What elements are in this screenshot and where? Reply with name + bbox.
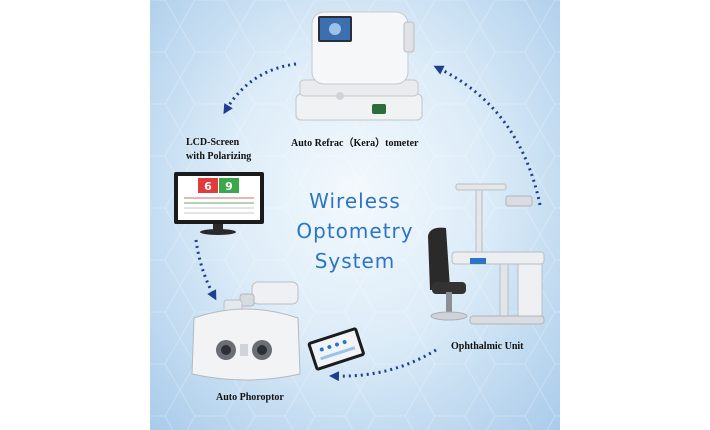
label-phoropter: Auto Phoroptor — [216, 392, 284, 403]
phoropter-device-icon — [191, 281, 301, 381]
lcd-monitor-icon — [174, 172, 264, 235]
label-autorefractometer: Auto Refrac（Kera）tometer — [291, 138, 419, 149]
label-lcd-screen-line1: LCD-Screen — [186, 137, 240, 148]
label-ophthalmic-unit: Ophthalmic Unit — [451, 341, 524, 352]
ophthalmic-unit-icon — [428, 183, 545, 325]
flow-arrow-lcd-to-phoropter — [194, 239, 217, 301]
center-title: Wireless Optometry System — [225, 186, 485, 276]
title-line-optometry: Optometry — [296, 219, 414, 243]
title-line-system: System — [314, 249, 396, 273]
flow-arrow-ophthalmic-to-autoref — [433, 65, 542, 206]
flow-arrow-autoref-to-lcd — [223, 62, 297, 115]
title-line-wireless: Wireless — [309, 189, 401, 213]
label-lcd-screen-line2: with Polarizing — [186, 151, 252, 162]
tablet-icon — [307, 327, 365, 371]
lcd-red-chart-text: 6 — [204, 180, 212, 193]
autorefractometer-device-icon — [295, 11, 423, 121]
lcd-green-chart-text: 9 — [225, 180, 233, 193]
